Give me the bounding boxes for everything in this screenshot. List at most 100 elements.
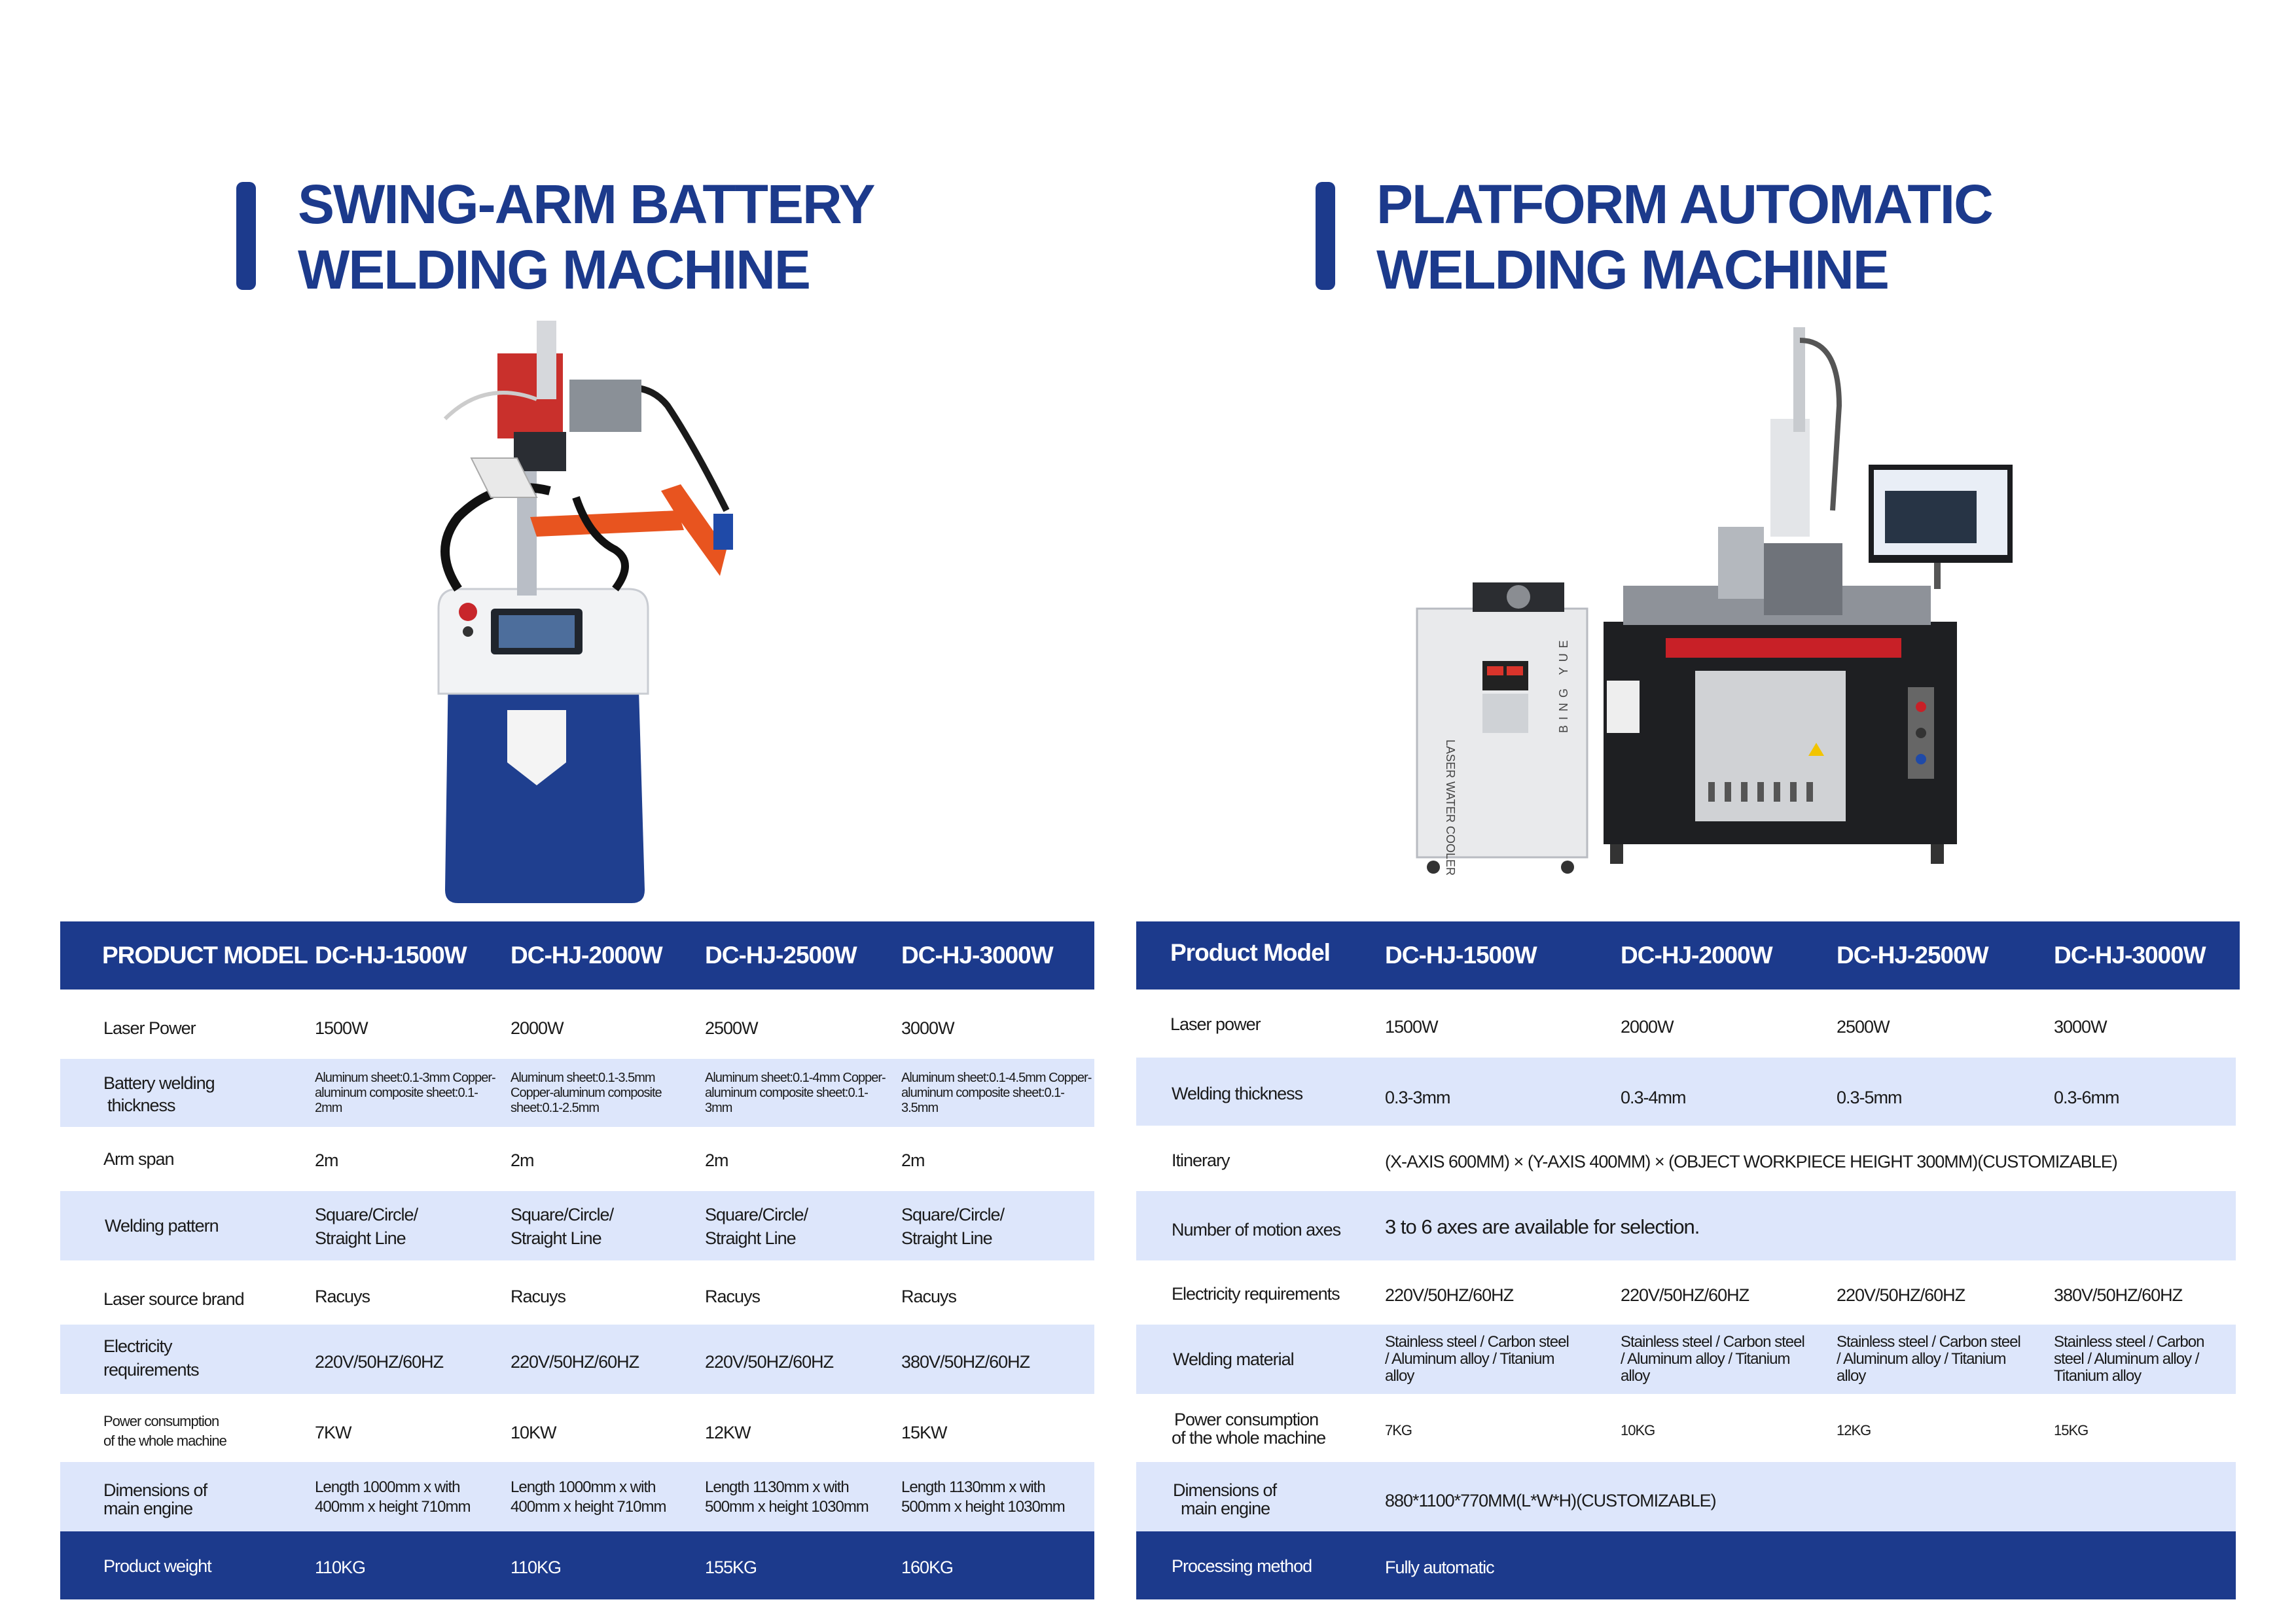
platform-welding-machine-image: LASER WATER COOLER BING YUE (1416, 327, 2013, 876)
row-value: Square/Circle/ Straight Line (511, 1205, 614, 1248)
chiller-brand-text: BING YUE (1557, 635, 1570, 733)
row-label: Dimensions of (1173, 1480, 1277, 1500)
row-label: main engine (103, 1499, 193, 1518)
row-label: main engine (1181, 1499, 1270, 1518)
row-value: 0.3-4mm (1621, 1088, 1687, 1107)
row-value: 15KW (901, 1423, 948, 1442)
row-value: 12KW (705, 1423, 751, 1442)
table-row: Welding material Stainless steel / Carbo… (1136, 1325, 2236, 1394)
row-value: Aluminum sheet:0.1-4mm Copper-aluminum c… (705, 1071, 886, 1115)
right-title-line1: PLATFORM AUTOMATIC (1376, 173, 1994, 235)
row-label: Welding thickness (1172, 1084, 1303, 1103)
row-value: Stainless steel / Carbon steel / Aluminu… (1837, 1333, 2021, 1385)
row-label: Battery welding (103, 1073, 215, 1093)
row-label: Product weight (103, 1556, 212, 1576)
row-value: Length 1000mm x with 400mm x height 710m… (315, 1478, 471, 1516)
row-label: Itinerary (1172, 1150, 1230, 1170)
row-value: Racuys (705, 1287, 761, 1306)
row-value: 110KG (511, 1558, 562, 1577)
right-table-header: Product Model DC-HJ-1500W DC-HJ-2000W DC… (1136, 921, 2240, 990)
table-row: Power consumption of the whole machine 7… (60, 1394, 1094, 1462)
row-value: 160KG (901, 1558, 954, 1577)
row-label: Power consumption (103, 1413, 219, 1429)
row-value: 2m (315, 1150, 339, 1170)
row-value: Stainless steel / Carbon steel / Aluminu… (1621, 1333, 1805, 1385)
row-value: 220V/50HZ/60HZ (705, 1352, 834, 1372)
swing-arm-welding-machine-image (437, 321, 733, 903)
row-value: 0.3-5mm (1837, 1088, 1903, 1107)
row-value: 110KG (315, 1558, 366, 1577)
row-value: Length 1130mm x with 500mm x height 1030… (901, 1478, 1066, 1516)
right-title-accent-bar (1316, 182, 1335, 290)
row-label: Laser source brand (103, 1289, 245, 1309)
row-label: Welding pattern (105, 1216, 219, 1236)
left-header-model-1: DC-HJ-1500W (315, 942, 467, 969)
row-label: requirements (103, 1360, 200, 1380)
row-span-value: 3 to 6 axes are available for selection. (1385, 1215, 1700, 1238)
right-header-model-1: DC-HJ-1500W (1385, 942, 1537, 969)
row-value: 2500W (705, 1018, 759, 1038)
table-row: Laser source brand Racuys Racuys Racuys … (60, 1260, 1094, 1325)
row-value: 220V/50HZ/60HZ (1621, 1285, 1749, 1305)
left-header-model-3: DC-HJ-2500W (705, 942, 857, 969)
row-value: 2000W (511, 1018, 564, 1038)
left-table-header: PRODUCT MODEL DC-HJ-1500W DC-HJ-2000W DC… (60, 921, 1094, 990)
row-label: Welding material (1173, 1349, 1295, 1369)
row-span-value: 880*1100*770MM(L*W*H)(CUSTOMIZABLE) (1385, 1491, 1717, 1510)
left-header-model-4: DC-HJ-3000W (901, 942, 1054, 969)
row-label: Arm span (103, 1149, 175, 1169)
right-header-model-2: DC-HJ-2000W (1621, 942, 1773, 969)
row-value: 10KW (511, 1423, 557, 1442)
row-value: Racuys (511, 1287, 566, 1306)
row-label: of the whole machine (1172, 1428, 1326, 1448)
row-value: 1500W (315, 1018, 368, 1038)
row-value: 3000W (2054, 1017, 2108, 1037)
row-label: of the whole machine (103, 1433, 227, 1449)
table-row: Power consumption of the whole machine 7… (1136, 1394, 2236, 1462)
left-header-model-2: DC-HJ-2000W (511, 942, 663, 969)
row-value: Square/Circle/ Straight Line (315, 1205, 418, 1248)
row-value: Aluminum sheet:0.1-4.5mm Copper-aluminum… (901, 1071, 1092, 1115)
row-value: 220V/50HZ/60HZ (1385, 1285, 1514, 1305)
table-row: Welding pattern Square/Circle/ Straight … (60, 1191, 1094, 1260)
row-span-value: (X-AXIS 600MM) × (Y-AXIS 400MM) × (OBJEC… (1385, 1152, 2118, 1171)
right-title-line2: WELDING MACHINE (1376, 239, 1890, 300)
row-value: Aluminum sheet:0.1-3.5mm Copper-aluminum… (511, 1071, 662, 1115)
table-row: Laser Power 1500W 2000W 2500W 3000W (60, 991, 1094, 1059)
left-title-line1: SWING-ARM BATTERY (298, 173, 876, 235)
row-label: Laser Power (103, 1018, 196, 1038)
left-spec-table: PRODUCT MODEL DC-HJ-1500W DC-HJ-2000W DC… (60, 921, 1094, 1602)
table-row: Itinerary (X-AXIS 600MM) × (Y-AXIS 400MM… (1136, 1126, 2236, 1191)
left-header-product-model: PRODUCT MODEL (102, 942, 308, 969)
row-value: 7KW (315, 1423, 352, 1442)
row-value: 1500W (1385, 1017, 1439, 1037)
row-label: Electricity requirements (1172, 1284, 1340, 1304)
row-value: Racuys (315, 1287, 370, 1306)
right-header-model-4: DC-HJ-3000W (2054, 942, 2206, 969)
chiller-label-text: LASER WATER COOLER (1444, 740, 1457, 876)
table-row: Battery welding thickness Aluminum sheet… (60, 1059, 1094, 1127)
row-label: Processing method (1172, 1556, 1312, 1576)
row-value: 12KG (1837, 1422, 1871, 1438)
row-value: 2m (511, 1150, 535, 1170)
table-row: Welding thickness 0.3-3mm 0.3-4mm 0.3-5m… (1136, 1058, 2236, 1126)
row-value: Racuys (901, 1287, 957, 1306)
row-value: 7KG (1385, 1422, 1412, 1438)
row-value: 2m (705, 1150, 729, 1170)
table-row: Dimensions of main engine Length 1000mm … (60, 1462, 1094, 1531)
row-value: 2m (901, 1150, 925, 1170)
row-value: Length 1000mm x with 400mm x height 710m… (511, 1478, 666, 1516)
table-row: Electricity requirements 220V/50HZ/60HZ … (60, 1325, 1094, 1394)
row-value: Square/Circle/ Straight Line (705, 1205, 808, 1248)
row-label: Laser power (1170, 1014, 1261, 1034)
right-spec-table: Product Model DC-HJ-1500W DC-HJ-2000W DC… (1136, 921, 2240, 1602)
table-row: Arm span 2m 2m 2m 2m (60, 1127, 1094, 1191)
row-value: 155KG (705, 1558, 757, 1577)
table-row: Number of motion axes 3 to 6 axes are av… (1136, 1191, 2236, 1260)
table-row: Dimensions of main engine 880*1100*770MM… (1136, 1462, 2236, 1531)
left-title-accent-bar (236, 182, 256, 290)
row-value: Length 1130mm x with 500mm x height 1030… (705, 1478, 869, 1516)
row-label: Electricity (103, 1336, 173, 1356)
row-value: 3000W (901, 1018, 955, 1038)
table-row: Electricity requirements 220V/50HZ/60HZ … (1136, 1260, 2236, 1325)
